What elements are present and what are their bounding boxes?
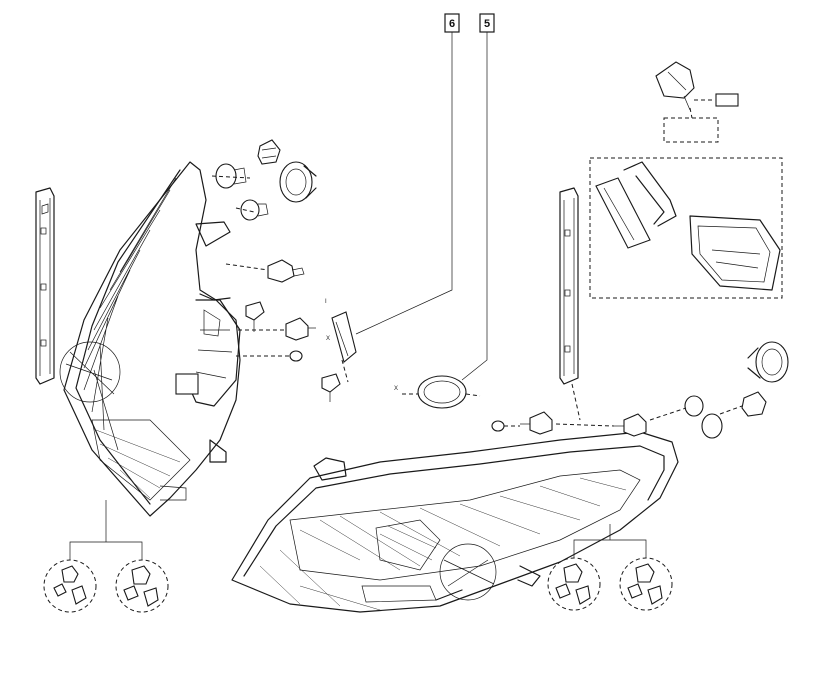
left-bulb-set	[211, 139, 317, 362]
centre-small-parts: I X X	[321, 299, 481, 409]
callout-6: 6	[355, 13, 460, 335]
side-light-bulb	[684, 395, 704, 417]
round-cover	[417, 375, 467, 409]
bulb-kit-circle	[547, 557, 601, 611]
indicator-bulb	[701, 413, 723, 439]
bulb-kit-circle	[43, 559, 97, 613]
h7-bulb	[267, 259, 305, 283]
right-headlamp-unit	[231, 431, 679, 613]
mark-x-2: X	[394, 386, 398, 392]
clip-screw	[245, 301, 265, 332]
bulb-kit-circle	[115, 559, 169, 613]
h7-bulb	[614, 413, 647, 437]
callout-6-label: 6	[449, 18, 455, 30]
side-light-bulb	[240, 199, 269, 221]
small-bulb	[289, 350, 303, 362]
left-mounting-bracket	[35, 187, 55, 385]
callout-5: 5	[461, 13, 495, 381]
callout-5-label: 5	[484, 18, 490, 30]
mark-x: X	[326, 336, 330, 342]
reflector-strip	[331, 311, 357, 363]
left-bottom-bulb-assemblies	[43, 500, 169, 613]
fixing-screw	[321, 373, 341, 402]
bulb-socket	[741, 391, 767, 417]
repair-kit-box	[589, 157, 783, 299]
left-headlamp-unit	[59, 161, 241, 517]
h7-bulb	[285, 317, 316, 341]
mark-i: I	[325, 299, 327, 305]
small-bulb	[491, 420, 505, 432]
right-bottom-bulb-assemblies	[547, 524, 673, 611]
right-bulb-set	[491, 341, 789, 439]
spare-bulb-detail	[655, 61, 739, 143]
bulb-cover-cap	[747, 341, 789, 383]
bulb-socket	[257, 139, 281, 165]
right-mounting-bracket	[559, 187, 581, 421]
h7-bulb	[520, 411, 553, 435]
bulb-cover-cap	[279, 161, 317, 203]
bulb-kit-circle	[619, 557, 673, 611]
